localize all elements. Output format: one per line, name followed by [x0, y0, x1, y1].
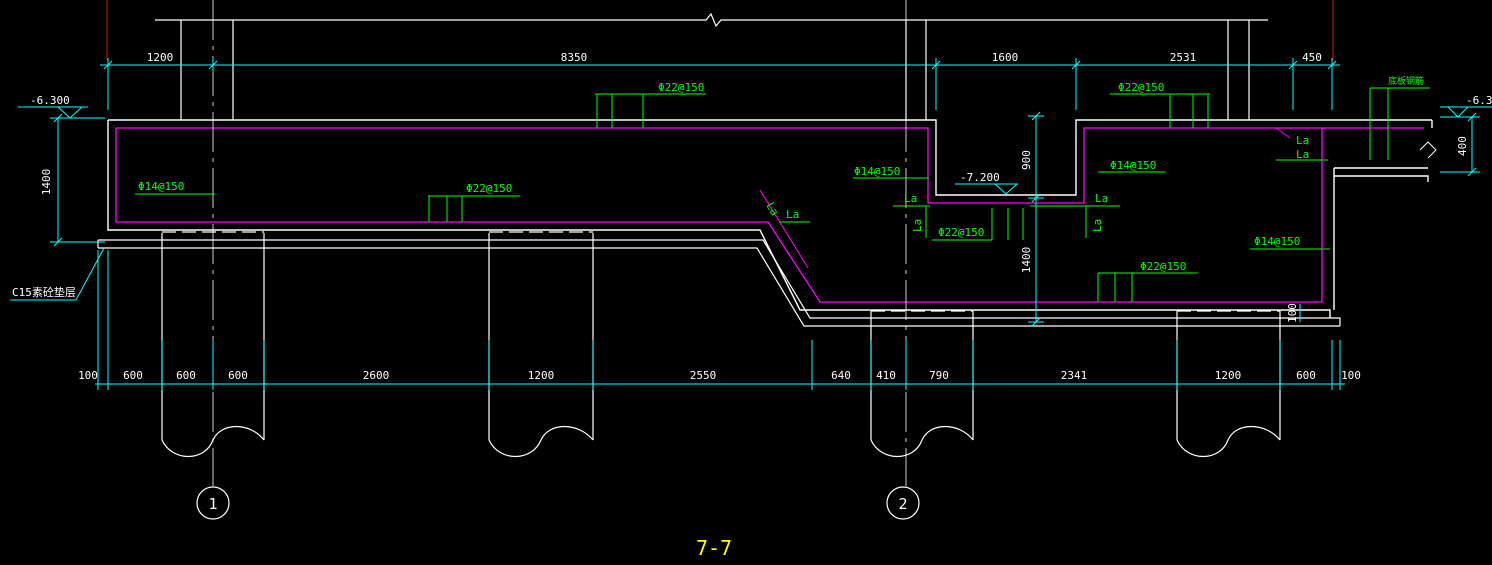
left-elevation [18, 106, 105, 247]
bottom-dim-0: 100 [78, 369, 98, 382]
la-pit-4: La [1091, 219, 1104, 232]
bottom-dimension-texts: 100 600 600 600 2600 1200 2550 640 410 7… [78, 369, 1361, 382]
top-dim-1: 8350 [561, 51, 588, 64]
bottom-dim-8: 410 [876, 369, 896, 382]
elevation-right: -6.3 [1466, 94, 1492, 107]
axis-lines [212, 0, 907, 486]
rebar-leaders [135, 93, 1330, 302]
rebar-right-dist: Φ14@150 [1254, 235, 1300, 248]
top-dim-0: 1200 [147, 51, 174, 64]
bottom-dim-10: 2341 [1061, 369, 1088, 382]
bottom-dim-13: 100 [1341, 369, 1361, 382]
bottom-dim-5: 1200 [528, 369, 555, 382]
bottom-dim-9: 790 [929, 369, 949, 382]
vdim-left: 1400 [40, 169, 53, 196]
vdim-small: 100 [1286, 303, 1299, 323]
mid-elevation [955, 111, 1044, 327]
axis-label-1: 1 [208, 495, 217, 513]
bottom-dim-12: 600 [1296, 369, 1316, 382]
cushion-layer [97, 239, 1341, 327]
rebar-right-bottom: Φ22@150 [1140, 260, 1186, 273]
vdim-mid-lower: 1400 [1020, 247, 1033, 274]
rebar-label-texts: Φ22@150 Φ22@150 Φ14@150 Φ22@150 Φ14@150 … [138, 81, 1300, 273]
bottom-dim-4: 2600 [363, 369, 390, 382]
bottom-dim-11: 1200 [1215, 369, 1242, 382]
la-pit-3: La [1095, 192, 1108, 205]
rebar-lines [115, 127, 1424, 303]
right-note: 底板钢筋 [1388, 75, 1424, 87]
rebar-pit-dist: Φ14@150 [1110, 159, 1156, 172]
cushion-leader [10, 247, 105, 301]
la-leaders [759, 127, 1328, 269]
axis-bubble-2: 2 [886, 486, 920, 520]
rebar-top-1: Φ22@150 [658, 81, 704, 94]
bottom-dim-1: 600 [123, 369, 143, 382]
bottom-dimension [95, 250, 1345, 390]
section-title: 7-7 [696, 536, 732, 560]
rebar-pit-bottom: Φ22@150 [938, 226, 984, 239]
piles [161, 231, 1281, 457]
rebar-left-dist: Φ14@150 [138, 180, 184, 193]
rebar-mid-dist: Φ14@150 [854, 165, 900, 178]
cushion-note: C15素砼垫层 [12, 285, 76, 299]
vdim-mid-upper: 900 [1020, 150, 1033, 170]
top-dimension [100, 58, 1340, 110]
right-note-leader [1369, 87, 1430, 160]
pile-2 [488, 231, 594, 457]
top-dim-3: 2531 [1170, 51, 1197, 64]
right-elevation [1419, 106, 1492, 177]
rebar-top-2: Φ22@150 [1118, 81, 1164, 94]
column-lines [106, 0, 1334, 60]
top-dimension-texts: 1200 8350 1600 2531 450 [147, 51, 1322, 64]
elevation-left: -6.300 [30, 94, 70, 107]
la-pit-2: La [911, 219, 924, 232]
la-slope-2: La [786, 208, 799, 221]
break-line [155, 12, 1268, 28]
la-right-2: La [1296, 148, 1309, 161]
bottom-dim-3: 600 [228, 369, 248, 382]
la-pit-1: La [904, 192, 917, 205]
axis-bubble-1: 1 [196, 486, 230, 520]
top-dim-2: 1600 [992, 51, 1019, 64]
elevation-mid: -7.200 [960, 171, 1000, 184]
bottom-dim-6: 2550 [690, 369, 717, 382]
top-dim-4: 450 [1302, 51, 1322, 64]
slab-outline [107, 119, 1433, 318]
rebar-mid-bottom: Φ22@150 [466, 182, 512, 195]
la-slope-1: La [763, 200, 781, 218]
upper-structure [155, 12, 1268, 120]
la-label-texts: La La La La La La La La [763, 134, 1309, 232]
bottom-dim-2: 600 [176, 369, 196, 382]
vdim-right: 400 [1456, 136, 1469, 156]
bottom-dim-7: 640 [831, 369, 851, 382]
la-right-1: La [1296, 134, 1309, 147]
axis-label-2: 2 [898, 495, 907, 513]
